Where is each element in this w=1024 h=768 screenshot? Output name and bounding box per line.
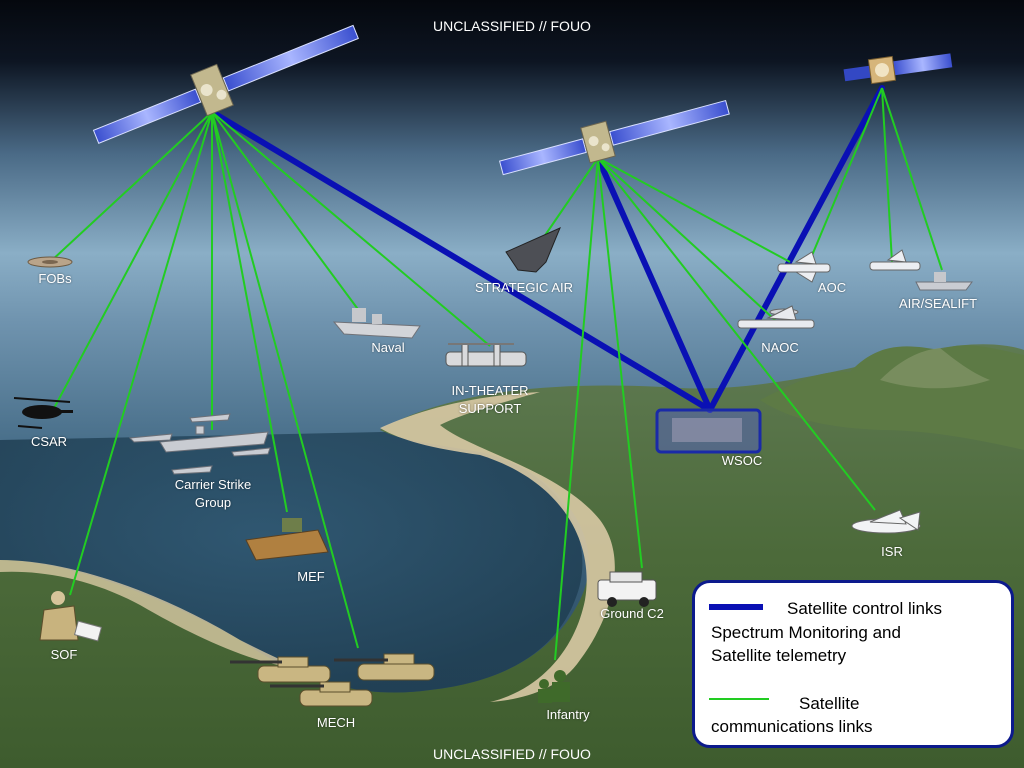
classification-banner-top: UNCLASSIFIED // FOUO: [0, 18, 1024, 34]
node-label-aoc: AOC: [800, 280, 864, 295]
node-label-air-sealift: AIR/SEALIFT: [886, 296, 990, 311]
legend-control-line: [709, 603, 763, 611]
node-label-infantry: Infantry: [528, 707, 608, 722]
node-label-naval: Naval: [352, 340, 424, 355]
node-label-strategic-air: STRATEGIC AIR: [464, 280, 584, 295]
node-label-mech: MECH: [300, 715, 372, 730]
classification-banner-bottom: UNCLASSIFIED // FOUO: [0, 746, 1024, 762]
node-label-naoc: NAOC: [744, 340, 816, 355]
legend-control-label: Satellite control links: [787, 597, 942, 620]
node-label-sof: SOF: [34, 647, 94, 662]
building-icon: [657, 410, 760, 452]
fob-icon: [28, 257, 72, 267]
node-label-ground-c2: Ground C2: [588, 606, 676, 621]
legend-control-description: Spectrum Monitoring and Satellite teleme…: [711, 621, 951, 667]
node-label-carrier-strike-group: Carrier Strike Group: [158, 476, 268, 512]
node-label-isr: ISR: [860, 544, 924, 559]
node-label-csar: CSAR: [14, 434, 84, 449]
legend-box: Satellite control links Spectrum Monitor…: [692, 580, 1014, 748]
node-label-in-theater-support: IN-THEATER SUPPORT: [430, 382, 550, 418]
node-label-wsoc: WSOC: [706, 453, 778, 468]
legend-comms-label: Satellite communications links: [711, 692, 931, 738]
node-label-mef: MEF: [281, 569, 341, 584]
node-label-fobs: FOBs: [20, 271, 90, 286]
